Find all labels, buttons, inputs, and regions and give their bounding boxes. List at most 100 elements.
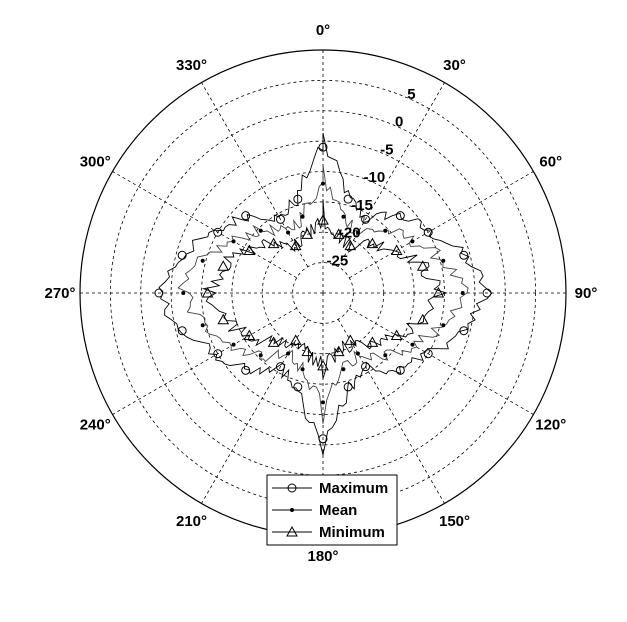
data-point-mean: [321, 400, 325, 405]
data-point-minimum: [416, 313, 429, 325]
legend-entry-maximum: Maximum: [272, 480, 388, 497]
data-point-minimum: [344, 239, 357, 251]
data-point-mean: [181, 291, 186, 295]
grid-spoke: [112, 307, 297, 415]
data-point-mean: [383, 353, 388, 358]
data-point-minimum: [366, 336, 379, 347]
data-point-minimum: [317, 359, 329, 371]
legend-label-minimum: Minimum: [319, 524, 385, 541]
data-point-minimum: [217, 313, 230, 325]
tick-labels: 0°30°60°90°120°150°180°210°240°270°300°3…: [44, 22, 597, 565]
radial-tick-label: -5: [380, 141, 393, 158]
legend-marker-triangle: [286, 525, 298, 537]
data-point-maximum: [423, 349, 433, 359]
legend-entry-mean: Mean: [272, 502, 357, 519]
series-line-mean: [177, 164, 469, 424]
data-point-mean: [258, 228, 263, 233]
data-point-maximum: [213, 349, 223, 359]
legend-label-maximum: Maximum: [319, 480, 388, 497]
data-point-mean: [321, 181, 325, 186]
data-point-minimum: [289, 239, 302, 251]
data-point-mean: [341, 367, 346, 372]
data-point-mean: [200, 258, 205, 263]
angle-tick-label-60: 60°: [539, 154, 562, 171]
radial-tick-label: 0: [395, 114, 403, 131]
data-point-mean: [383, 228, 388, 233]
legend-label-mean: Mean: [319, 502, 357, 519]
data-point-mean: [286, 351, 291, 356]
radial-tick-label: -25: [327, 252, 349, 269]
data-point-mean: [286, 230, 291, 235]
data-point-minimum: [243, 329, 256, 341]
legend: Maximum Mean Minimum: [266, 474, 398, 546]
data-point-maximum: [293, 194, 303, 204]
data-point-minimum: [390, 329, 403, 341]
data-point-maximum: [361, 362, 371, 372]
angle-tick-label-210: 210°: [176, 513, 207, 530]
data-point-minimum: [301, 345, 314, 357]
data-point-mean: [300, 214, 305, 219]
data-point-minimum: [366, 237, 379, 249]
data-point-minimum: [267, 237, 280, 249]
angle-tick-label-270: 270°: [44, 285, 75, 302]
polar-grid: [80, 50, 566, 536]
angle-tick-label-150: 150°: [439, 513, 470, 530]
data-point-minimum: [317, 214, 329, 225]
radial-tick-label: -10: [364, 169, 386, 186]
data-point-maximum: [318, 142, 328, 152]
data-point-maximum: [395, 211, 405, 221]
data-point-maximum: [482, 288, 492, 298]
data-point-minimum: [344, 334, 357, 345]
angle-tick-label-180: 180°: [307, 548, 338, 565]
data-point-mean: [410, 239, 415, 244]
data-point-minimum: [416, 260, 429, 271]
data-point-mean: [441, 323, 446, 328]
data-point-maximum: [459, 250, 469, 260]
data-point-maximum: [213, 227, 223, 237]
data-point-minimum: [301, 228, 314, 239]
data-point-maximum: [343, 382, 353, 392]
legend-marker-dot: [290, 508, 294, 512]
data-point-maximum: [241, 211, 251, 221]
data-point-maximum: [177, 250, 187, 260]
data-point-maximum: [395, 365, 405, 375]
data-point-minimum: [390, 244, 403, 255]
radial-tick-label: -15: [351, 197, 373, 214]
radial-tick-label: 5: [407, 86, 415, 103]
data-point-minimum: [217, 260, 230, 271]
grid-spoke: [349, 307, 534, 415]
data-point-minimum: [289, 334, 302, 345]
data-point-maximum: [361, 214, 371, 224]
data-point-mean: [355, 351, 360, 356]
data-point-mean: [258, 353, 263, 358]
data-point-mean: [355, 230, 360, 235]
angle-tick-label-30: 30°: [443, 57, 466, 74]
data-point-mean: [231, 239, 236, 244]
data-point-mean: [410, 342, 415, 347]
data-point-mean: [341, 214, 346, 219]
legend-marker-circle: [287, 483, 297, 493]
data-point-minimum: [332, 345, 345, 357]
angle-tick-label-300: 300°: [80, 154, 111, 171]
grid-spoke: [201, 82, 309, 267]
grid-spoke: [349, 171, 534, 279]
data-point-mean: [460, 291, 465, 295]
series-line-minimum: [201, 199, 448, 379]
angle-tick-label-120: 120°: [535, 417, 566, 434]
series-minimum: [201, 199, 448, 379]
angle-tick-label-0: 0°: [316, 22, 330, 39]
data-point-maximum: [343, 194, 353, 204]
grid-spoke: [112, 171, 297, 279]
data-point-mean: [200, 323, 205, 328]
data-point-mean: [300, 367, 305, 372]
data-point-maximum: [459, 326, 469, 336]
data-point-minimum: [201, 286, 214, 298]
data-point-maximum: [275, 214, 285, 224]
legend-entry-minimum: Minimum: [272, 524, 385, 541]
data-point-minimum: [432, 286, 445, 298]
data-point-maximum: [275, 362, 285, 372]
angle-tick-label-240: 240°: [80, 417, 111, 434]
data-point-maximum: [293, 382, 303, 392]
data-point-maximum: [154, 288, 164, 298]
